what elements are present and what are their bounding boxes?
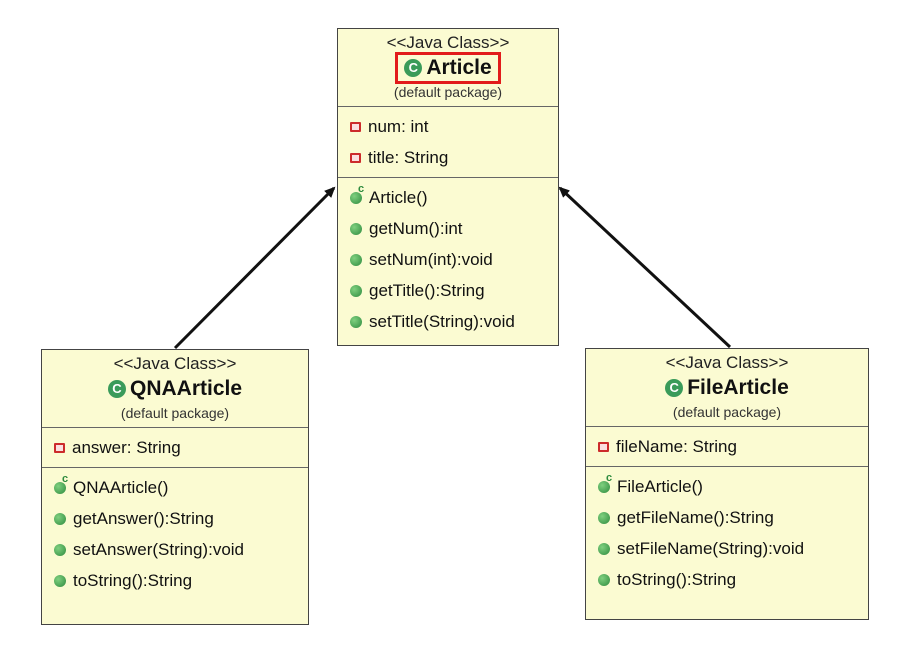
method-row[interactable]: getFileName():String bbox=[586, 502, 868, 533]
method-row[interactable]: toString():String bbox=[42, 565, 308, 596]
article-class-box[interactable]: <<Java Class>> C Article (default packag… bbox=[337, 28, 559, 346]
method-label: getTitle():String bbox=[369, 280, 485, 300]
public-method-icon bbox=[350, 253, 362, 266]
article-methods: Article() getNum():int setNum(int):void … bbox=[338, 178, 558, 341]
article-name-label: Article bbox=[426, 56, 492, 79]
filearticle-class-header: <<Java Class>> C FileArticle (default pa… bbox=[586, 349, 868, 427]
file-extends-article-arrow bbox=[558, 186, 732, 349]
method-row[interactable]: getTitle():String bbox=[338, 275, 558, 306]
public-method-icon bbox=[598, 511, 610, 524]
constructor-icon bbox=[598, 472, 612, 493]
qnaarticle-package: (default package) bbox=[120, 405, 230, 421]
method-label: QNAArticle() bbox=[73, 477, 169, 497]
field-label: title: String bbox=[368, 147, 449, 167]
class-icon: C bbox=[404, 59, 423, 77]
public-method-icon bbox=[598, 573, 610, 586]
field-row[interactable]: num: int bbox=[338, 111, 558, 142]
method-row[interactable]: setNum(int):void bbox=[338, 244, 558, 275]
public-method-icon bbox=[54, 574, 66, 587]
qnaarticle-class-name[interactable]: C QNAArticle bbox=[102, 376, 248, 402]
method-row[interactable]: getAnswer():String bbox=[42, 503, 308, 534]
public-method-icon bbox=[598, 542, 610, 555]
private-field-icon bbox=[54, 442, 65, 453]
article-package: (default package) bbox=[393, 84, 503, 100]
field-label: num: int bbox=[368, 116, 429, 136]
constructor-row[interactable]: Article() bbox=[338, 182, 558, 213]
method-row[interactable]: toString():String bbox=[586, 564, 868, 595]
article-class-header: <<Java Class>> C Article (default packag… bbox=[338, 29, 558, 107]
method-row[interactable]: setAnswer(String):void bbox=[42, 534, 308, 565]
method-row[interactable]: setTitle(String):void bbox=[338, 306, 558, 337]
method-label: setTitle(String):void bbox=[369, 311, 515, 331]
private-field-icon bbox=[350, 121, 361, 132]
public-method-icon bbox=[54, 543, 66, 556]
method-label: Article() bbox=[369, 187, 428, 207]
filearticle-class-box[interactable]: <<Java Class>> C FileArticle (default pa… bbox=[585, 348, 869, 620]
method-row[interactable]: setFileName(String):void bbox=[586, 533, 868, 564]
public-method-icon bbox=[350, 222, 362, 235]
filearticle-package: (default package) bbox=[672, 404, 782, 420]
filearticle-fields: fileName: String bbox=[586, 427, 868, 467]
method-label: getNum():int bbox=[369, 218, 463, 238]
qnaarticle-class-header: <<Java Class>> C QNAArticle (default pac… bbox=[42, 350, 308, 428]
filearticle-stereotype: <<Java Class>> bbox=[665, 353, 789, 372]
qnaarticle-class-box[interactable]: <<Java Class>> C QNAArticle (default pac… bbox=[41, 349, 309, 625]
public-method-icon bbox=[54, 512, 66, 525]
filearticle-class-name[interactable]: C FileArticle bbox=[659, 375, 795, 401]
method-label: toString():String bbox=[617, 569, 737, 589]
constructor-icon bbox=[350, 183, 364, 204]
method-label: toString():String bbox=[73, 570, 193, 590]
qnaarticle-stereotype: <<Java Class>> bbox=[113, 354, 237, 373]
qnaarticle-fields: answer: String bbox=[42, 428, 308, 468]
field-label: fileName: String bbox=[616, 436, 737, 456]
private-field-icon bbox=[598, 441, 609, 452]
method-label: getAnswer():String bbox=[73, 508, 214, 528]
class-icon: C bbox=[107, 380, 126, 398]
public-method-icon bbox=[350, 315, 362, 328]
field-row[interactable]: fileName: String bbox=[586, 431, 868, 462]
method-label: setNum(int):void bbox=[369, 249, 493, 269]
method-label: setFileName(String):void bbox=[617, 538, 805, 558]
filearticle-name-label: FileArticle bbox=[687, 376, 789, 399]
filearticle-methods: FileArticle() getFileName():String setFi… bbox=[586, 467, 868, 599]
field-label: answer: String bbox=[72, 437, 181, 457]
method-label: setAnswer(String):void bbox=[73, 539, 245, 559]
class-icon: C bbox=[665, 379, 684, 397]
qnaarticle-name-label: QNAArticle bbox=[129, 377, 243, 400]
article-fields: num: int title: String bbox=[338, 107, 558, 178]
method-label: getFileName():String bbox=[617, 507, 774, 527]
qna-extends-article-arrow bbox=[173, 186, 336, 350]
field-row[interactable]: answer: String bbox=[42, 432, 308, 463]
constructor-row[interactable]: FileArticle() bbox=[586, 471, 868, 502]
article-stereotype: <<Java Class>> bbox=[386, 33, 510, 52]
constructor-icon bbox=[54, 473, 68, 494]
method-label: FileArticle() bbox=[617, 476, 703, 496]
article-class-name[interactable]: C Article bbox=[395, 52, 501, 84]
method-row[interactable]: getNum():int bbox=[338, 213, 558, 244]
field-row[interactable]: title: String bbox=[338, 142, 558, 173]
qnaarticle-methods: QNAArticle() getAnswer():String setAnswe… bbox=[42, 468, 308, 600]
constructor-row[interactable]: QNAArticle() bbox=[42, 472, 308, 503]
private-field-icon bbox=[350, 152, 361, 163]
public-method-icon bbox=[350, 284, 362, 297]
